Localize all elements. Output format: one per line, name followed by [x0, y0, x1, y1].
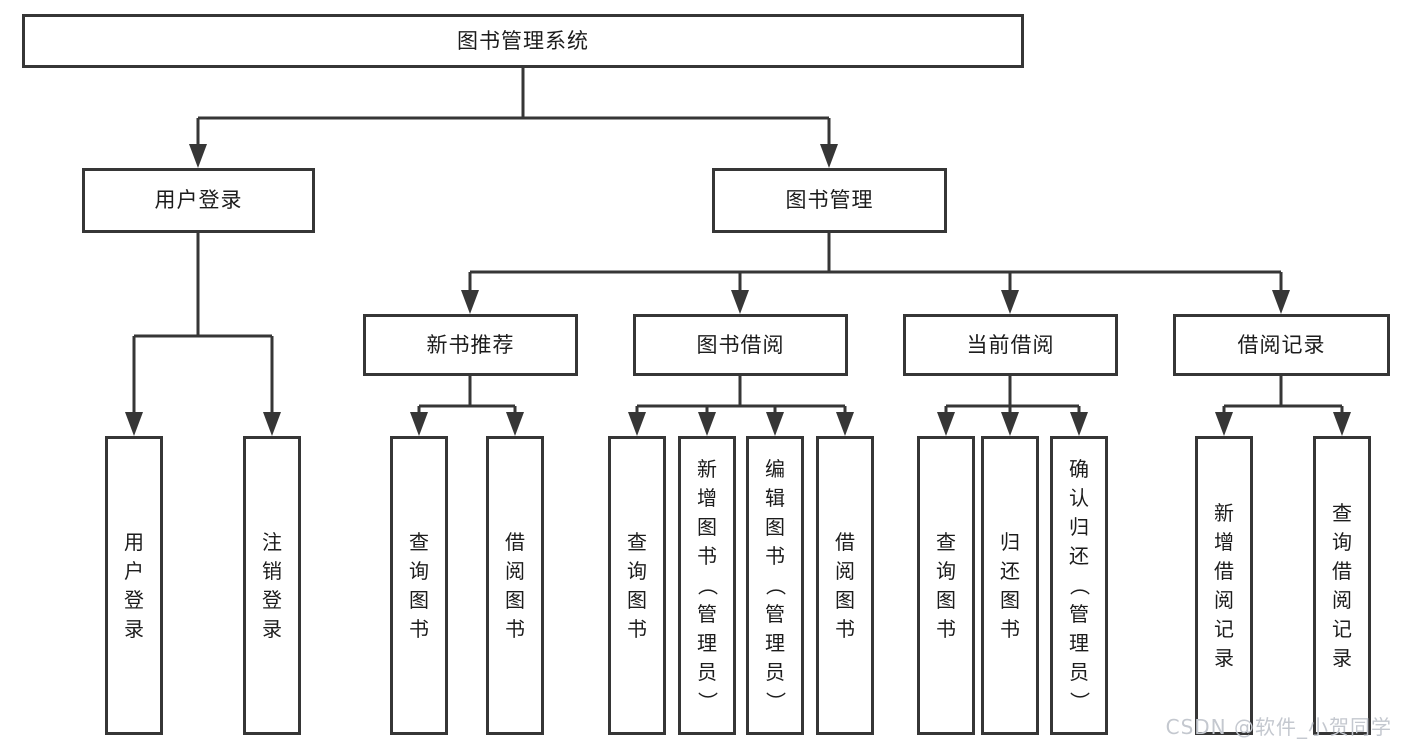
leaf-query-borrow-record: 查询借阅记录 [1313, 436, 1371, 735]
leaf-query-books-recommend-label: 查询图书 [409, 529, 429, 641]
leaf-return-books-label: 归还图书 [1000, 529, 1020, 641]
arrowheads [125, 144, 1351, 436]
node-book-management: 图书管理 [712, 168, 947, 233]
node-user-login-label: 用户登录 [154, 188, 243, 212]
node-book-borrowing: 图书借阅 [633, 314, 848, 376]
node-new-book-recommendation: 新书推荐 [363, 314, 578, 376]
leaf-add-borrow-record: 新增借阅记录 [1195, 436, 1253, 735]
node-root: 图书管理系统 [22, 14, 1024, 68]
node-book-management-label: 图书管理 [785, 188, 874, 212]
leaf-borrow-books-borrowing: 借阅图书 [816, 436, 874, 735]
node-borrowing-records-label: 借阅记录 [1237, 332, 1326, 357]
leaf-edit-book-admin-label: 编辑图书（管理员） [763, 457, 788, 712]
leaf-confirm-return-admin: 确认归还（管理员） [1050, 436, 1108, 735]
csdn-watermark: CSDN @软件_小贺同学 [1165, 715, 1392, 739]
leaf-return-books: 归还图书 [981, 436, 1039, 735]
node-new-book-recommendation-label: 新书推荐 [426, 332, 515, 357]
leaf-query-borrow-record-label: 查询借阅记录 [1332, 500, 1352, 670]
leaf-add-book-admin: 新增图书（管理员） [678, 436, 736, 735]
leaf-query-books-current-label: 查询图书 [936, 529, 956, 641]
node-root-label: 图书管理系统 [457, 28, 589, 53]
leaf-query-books-borrowing-label: 查询图书 [627, 529, 647, 641]
leaf-edit-book-admin: 编辑图书（管理员） [746, 436, 804, 735]
node-user-login: 用户登录 [82, 168, 315, 233]
node-book-borrowing-label: 图书借阅 [696, 332, 785, 357]
leaf-user-login: 用户登录 [105, 436, 163, 735]
leaf-borrow-books-recommend-label: 借阅图书 [505, 529, 525, 641]
leaf-logout: 注销登录 [243, 436, 301, 735]
leaf-query-books-borrowing: 查询图书 [608, 436, 666, 735]
leaf-borrow-books-recommend: 借阅图书 [486, 436, 544, 735]
leaf-query-books-current: 查询图书 [917, 436, 975, 735]
leaf-logout-label: 注销登录 [262, 529, 282, 641]
leaf-borrow-books-borrowing-label: 借阅图书 [835, 529, 855, 641]
leaf-confirm-return-admin-label: 确认归还（管理员） [1067, 457, 1092, 712]
leaf-add-book-admin-label: 新增图书（管理员） [695, 457, 720, 712]
node-borrowing-records: 借阅记录 [1173, 314, 1390, 376]
leaf-user-login-label: 用户登录 [124, 529, 144, 641]
node-current-borrowing-label: 当前借阅 [966, 332, 1055, 357]
leaf-add-borrow-record-label: 新增借阅记录 [1214, 500, 1234, 670]
node-current-borrowing: 当前借阅 [903, 314, 1118, 376]
leaf-query-books-recommend: 查询图书 [390, 436, 448, 735]
